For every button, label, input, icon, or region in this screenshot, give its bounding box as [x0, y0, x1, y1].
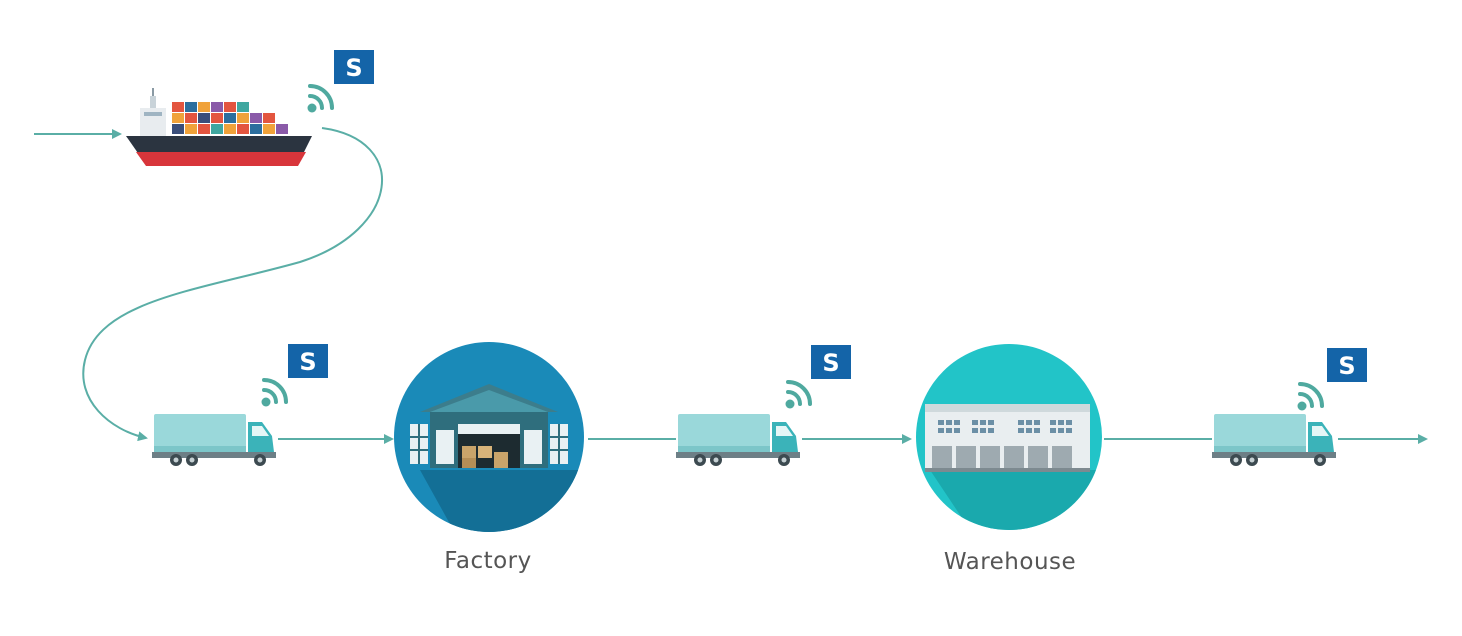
wifi-signal-icon	[1295, 382, 1324, 413]
warehouse-icon	[916, 344, 1102, 530]
flow-curve-ship-to-truck	[82, 127, 383, 442]
sensor-badge-icon: S	[334, 50, 374, 84]
container-ship-icon	[126, 88, 312, 166]
sensor-badge-text: S	[299, 348, 316, 376]
sensor-badge-text: S	[822, 349, 839, 377]
sensor-badge-text: S	[1338, 352, 1355, 380]
truck-icon	[1212, 414, 1336, 466]
wifi-signal-icon	[259, 378, 288, 409]
factory-label: Factory	[444, 548, 532, 574]
sensor-badge-text: S	[345, 54, 362, 82]
sensor-badge-icon: S	[1327, 348, 1367, 382]
factory-icon	[394, 342, 584, 532]
wifi-signal-icon	[305, 84, 334, 115]
wifi-signal-icon	[783, 380, 812, 411]
sensor-badge-icon: S	[288, 344, 328, 378]
warehouse-label: Warehouse	[943, 549, 1077, 575]
truck-icon	[152, 414, 276, 466]
sensor-badge-icon: S	[811, 345, 851, 379]
truck-icon	[676, 414, 800, 466]
